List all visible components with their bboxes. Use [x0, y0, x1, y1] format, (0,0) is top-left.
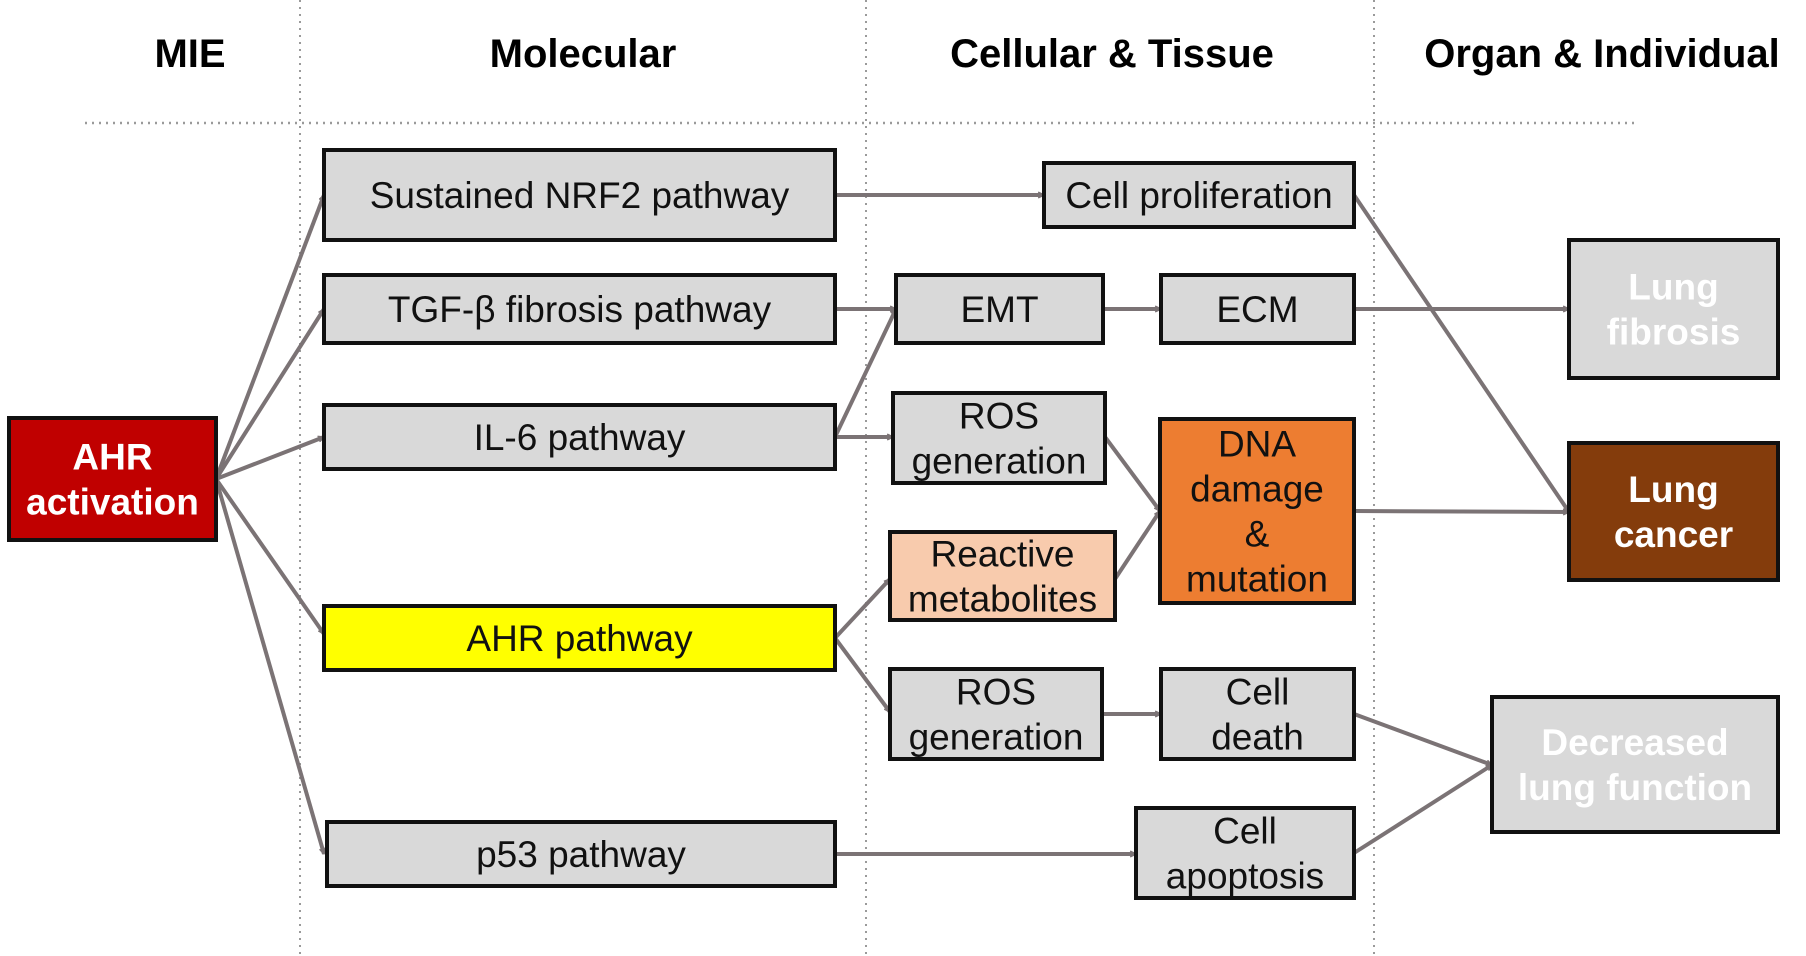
- node-box: [894, 273, 1105, 345]
- node-label: Sustained NRF2 pathway: [370, 175, 790, 216]
- header-molecular: Molecular: [490, 32, 677, 76]
- node-label: IL-6 pathway: [474, 417, 686, 458]
- node-label: Lung: [1628, 469, 1718, 510]
- arrow-ahr_act-to-nrf2: [214, 195, 326, 480]
- node-prolif: Cell proliferation: [1042, 161, 1356, 229]
- node-label: Lung: [1628, 267, 1718, 308]
- node-il6: IL-6 pathway: [322, 403, 837, 471]
- node-label: damage: [1190, 469, 1324, 510]
- arrow-ahr_act-to-p53: [214, 478, 326, 854]
- node-p53: p53 pathway: [325, 820, 837, 888]
- node-label: EMT: [960, 289, 1038, 330]
- node-box: [7, 416, 218, 542]
- node-tgf: TGF-β fibrosis pathway: [322, 273, 837, 345]
- arrow-ros1-to-dna: [1103, 435, 1162, 511]
- node-label: Cell proliferation: [1065, 175, 1332, 216]
- node-label: apoptosis: [1166, 856, 1324, 897]
- node-label: Cell: [1226, 672, 1290, 713]
- node-label: Reactive: [931, 534, 1075, 575]
- node-label: mutation: [1186, 559, 1328, 600]
- arrow-death-to-decreased: [1353, 712, 1492, 767]
- node-label: Cell: [1213, 811, 1277, 852]
- node-label: DNA: [1218, 424, 1296, 465]
- node-label: fibrosis: [1607, 312, 1741, 353]
- node-label: activation: [26, 482, 199, 523]
- node-label: death: [1211, 717, 1304, 758]
- node-label: TGF-β fibrosis pathway: [388, 289, 772, 330]
- node-box: [1159, 273, 1356, 345]
- arrow-ahr_act-to-tgf: [214, 309, 326, 481]
- arrow-apop-to-decreased: [1352, 763, 1492, 855]
- arrow-il6-to-emt: [833, 309, 898, 438]
- node-box: [322, 403, 837, 471]
- arrow-reactive-to-dna: [1113, 511, 1162, 581]
- node-label: cancer: [1614, 514, 1733, 555]
- edge-layer: [214, 193, 1571, 855]
- arrow-dna-to-cancer: [1353, 511, 1569, 512]
- arrow-prolif-to-cancer: [1352, 193, 1571, 512]
- node-box: [1159, 667, 1356, 761]
- node-label: AHR: [72, 437, 152, 478]
- node-label: generation: [912, 441, 1087, 482]
- node-ecm: ECM: [1159, 273, 1356, 345]
- node-box: [1567, 238, 1780, 380]
- node-label: lung function: [1518, 767, 1752, 808]
- node-label: &: [1245, 514, 1270, 555]
- node-label: Decreased: [1541, 722, 1728, 763]
- node-emt: EMT: [894, 273, 1105, 345]
- node-box: [1567, 441, 1780, 582]
- node-box: [888, 667, 1104, 761]
- node-box: [322, 148, 837, 242]
- node-label: ROS: [959, 396, 1039, 437]
- node-label: AHR pathway: [466, 618, 693, 659]
- arrow-ahr_act-to-ahr_path: [214, 477, 326, 634]
- node-label: p53 pathway: [476, 834, 686, 875]
- node-box: [1042, 161, 1356, 229]
- arrow-ahr_act-to-il6: [215, 435, 324, 481]
- arrow-ahr_path-to-reactive: [833, 577, 892, 640]
- header-cellular-tissue: Cellular & Tissue: [950, 32, 1274, 76]
- node-box: [1134, 806, 1356, 900]
- node-box: [1158, 417, 1356, 605]
- node-box: [888, 530, 1117, 622]
- node-nrf2: Sustained NRF2 pathway: [322, 148, 837, 242]
- node-box: [322, 604, 837, 672]
- node-ahr_path: AHR pathway: [322, 604, 837, 672]
- header-mie: MIE: [154, 32, 225, 76]
- node-box: [322, 273, 837, 345]
- header-organ-individual: Organ & Individual: [1424, 32, 1780, 76]
- node-box: [325, 820, 837, 888]
- node-label: ECM: [1216, 289, 1298, 330]
- node-label: ROS: [956, 672, 1036, 713]
- arrow-ahr_path-to-ros2: [833, 636, 892, 712]
- node-box: [891, 391, 1107, 485]
- node-label: metabolites: [908, 579, 1097, 620]
- node-box: [1490, 695, 1780, 834]
- node-label: generation: [909, 717, 1084, 758]
